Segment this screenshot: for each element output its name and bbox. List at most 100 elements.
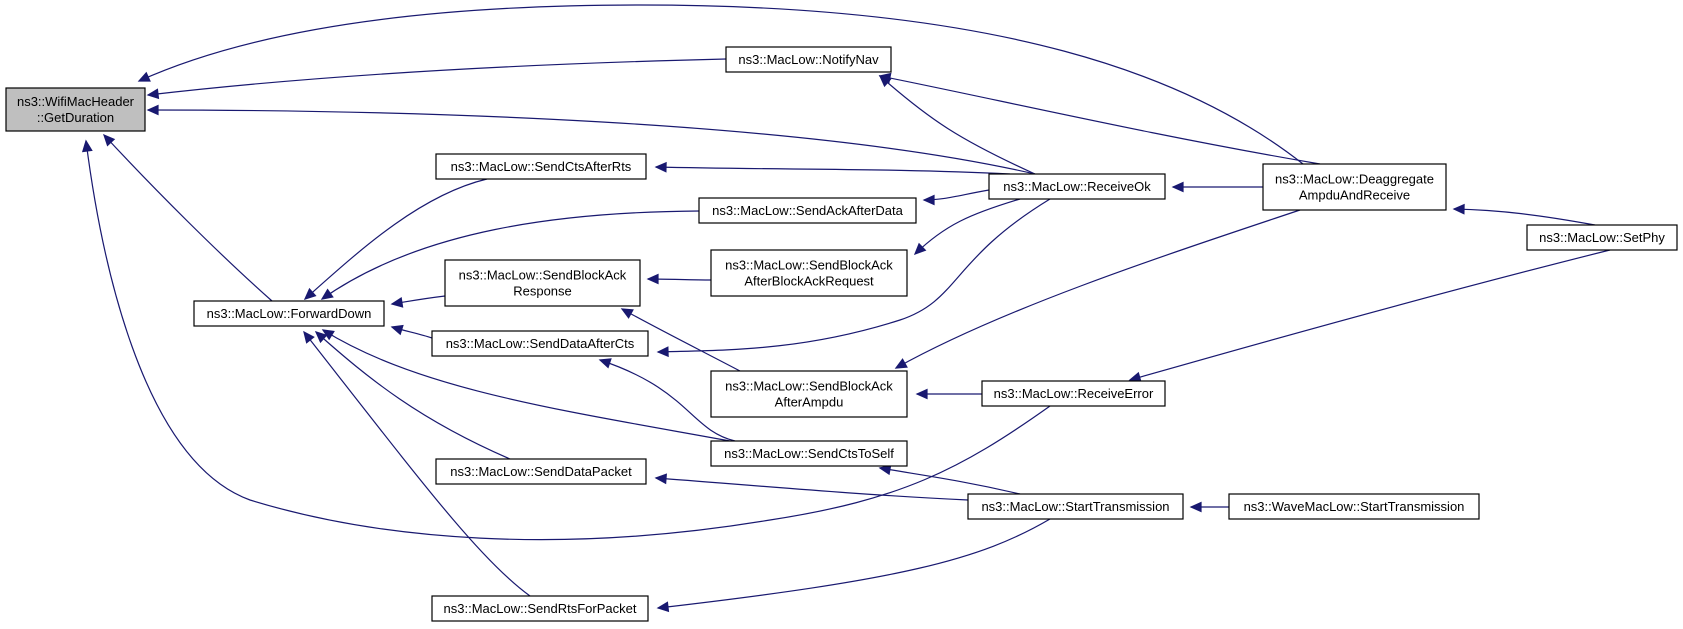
arrowhead-shape [1128,371,1142,383]
arrowhead-icon [303,330,315,344]
node-label: ns3::MacLow::StartTransmission [981,499,1169,514]
node-box [710,370,908,418]
edge-line [657,518,1051,609]
arrowhead-icon [922,194,935,206]
edge-line [138,4,1304,165]
edge-line [304,178,488,300]
edge-deaggregate-to-receiveok [1171,181,1264,193]
arrowhead-shape [598,358,612,369]
edge-starttransmission-to-sendrtsforpacket [656,518,1051,613]
arrowhead-shape [146,88,160,100]
node-sendblockackafterbar[interactable]: ns3::MacLow::SendBlockAckAfterBlockAckRe… [710,249,908,297]
arrowhead-shape [303,287,317,300]
arrowhead-shape [303,330,315,344]
node-sendackafterdata[interactable]: ns3::MacLow::SendAckAfterData [698,197,917,224]
edge-line [655,477,969,501]
node-senddatapacket[interactable]: ns3::MacLow::SendDataPacket [435,458,647,485]
arrowhead-icon [1128,371,1142,383]
node-receiveok[interactable]: ns3::MacLow::ReceiveOk [988,173,1166,200]
arrowhead-icon [146,88,160,100]
edge-line [599,359,736,442]
arrowhead-icon [646,273,659,285]
arrowhead-icon [103,133,116,147]
node-notifynav[interactable]: ns3::MacLow::NotifyNav [725,46,892,73]
edge-deaggregate-to-sendblockackafterampdu [894,209,1301,369]
edge-line [655,166,1011,175]
node-label: ns3::MacLow::SendCtsAfterRts [451,159,632,174]
node-sendctsafterrts[interactable]: ns3::MacLow::SendCtsAfterRts [435,153,647,180]
edge-line [879,467,1021,495]
node-forwarddown[interactable]: ns3::MacLow::ForwardDown [193,300,385,327]
node-senddataaftercts[interactable]: ns3::MacLow::SendDataAfterCts [431,330,649,357]
arrowhead-shape [320,288,334,300]
edge-line [322,329,731,442]
edge-receiveok-to-senddataaftercts [656,198,1051,358]
edge-line [147,109,1036,175]
arrowhead-shape [878,72,892,84]
arrowhead-shape [1171,181,1184,193]
edge-line [1453,208,1596,226]
edge-line [1129,249,1611,381]
node-label: ns3::MacLow::ForwardDown [207,306,372,321]
node-label: ns3::MacLow::SendRtsForPacket [444,601,637,616]
node-wavestarttransmission[interactable]: ns3::WaveMacLow::StartTransmission [1228,493,1480,520]
arrowhead-icon [1452,203,1465,215]
node-sendrtsforpacket[interactable]: ns3::MacLow::SendRtsForPacket [431,595,649,622]
node-box [431,595,649,622]
node-sendctstoself[interactable]: ns3::MacLow::SendCtsToSelf [710,440,908,467]
node-label: ns3::MacLow::ReceiveOk [1003,179,1151,194]
arrowhead-shape [390,324,404,336]
edge-line [147,58,727,96]
edge-line [303,331,531,597]
arrowhead-icon [654,473,667,485]
arrowhead-shape [620,308,634,319]
edge-sendrtsforpacket-to-forwarddown [303,330,531,597]
node-box [444,259,641,307]
arrowhead-icon [1171,181,1184,193]
arrowhead-icon [654,161,667,173]
node-label: ::GetDuration [37,110,114,125]
arrowhead-shape [656,346,669,358]
node-label: ns3::MacLow::SendDataAfterCts [446,336,635,351]
edge-sendctsafterrts-to-forwarddown [303,178,488,300]
node-box [435,153,647,180]
node-setphy[interactable]: ns3::MacLow::SetPhy [1526,224,1678,251]
node-box [967,493,1184,520]
node-label: AmpduAndReceive [1299,188,1410,203]
edge-receiveok-to-sendctsafterrts [654,161,1011,175]
arrowhead-icon [915,388,928,400]
arrowhead-shape [654,473,667,485]
node-box [698,197,917,224]
arrowhead-icon [878,72,892,84]
node-box [1262,163,1447,211]
node-starttransmission[interactable]: ns3::MacLow::StartTransmission [967,493,1184,520]
edge-sendblockackresponse-to-forwarddown [390,295,446,308]
node-box [193,300,385,327]
edge-line [621,308,741,372]
edge-line [315,331,511,460]
edge-line [879,75,1321,165]
arrowhead-shape [878,464,892,476]
arrowhead-icon [390,324,404,336]
arrowhead-icon [913,242,927,256]
edge-receiveerror-to-sendblockackafterampdu [915,388,982,400]
node-label: Response [513,284,572,299]
node-label: ns3::MacLow::ReceiveError [994,386,1154,401]
arrowhead-shape [146,104,159,116]
node-label: ns3::MacLow::SendAckAfterData [712,203,904,218]
arrowhead-shape [922,194,935,206]
node-box [710,440,908,467]
node-receiveerror[interactable]: ns3::MacLow::ReceiveError [981,380,1166,407]
arrowhead-shape [654,161,667,173]
arrowhead-shape [1189,501,1202,513]
arrowhead-shape [390,297,404,308]
edge-line [321,210,700,300]
node-box [5,87,146,132]
edge-line [103,134,273,302]
node-box [981,380,1166,407]
node-label: AfterAmpdu [775,395,844,410]
edge-sendblockackafterampdu-to-sendblockackresponse [620,308,741,372]
